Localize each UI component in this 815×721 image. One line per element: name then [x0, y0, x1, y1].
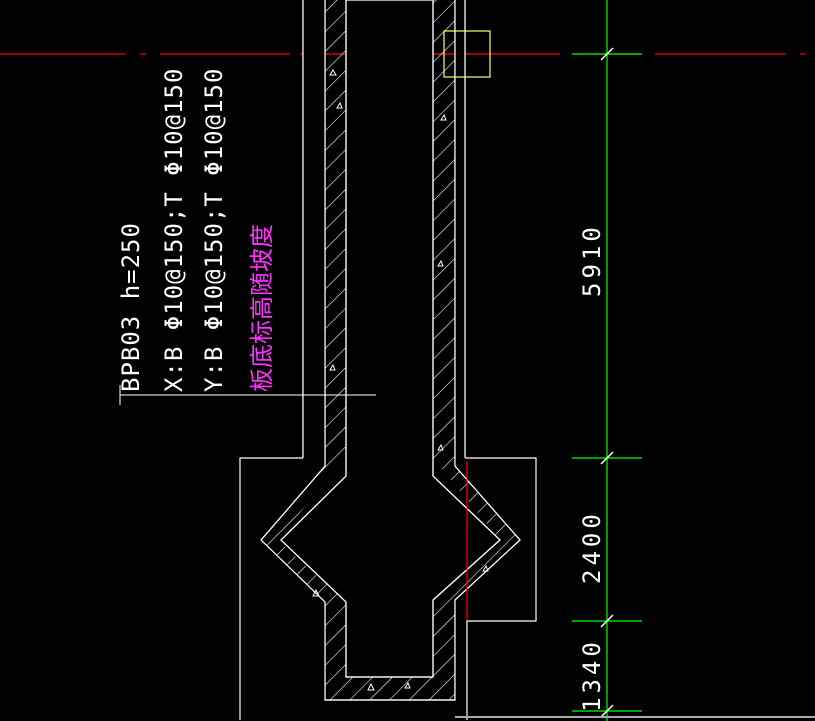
annotation-y-rebar: Y:B Φ10@150;T Φ10@150	[200, 67, 228, 392]
pit-outline-right	[464, 0, 537, 720]
dimension-text-2400: 2400	[578, 510, 606, 584]
annotation-note: 板底标高随坡度	[248, 224, 276, 392]
dimension-ticks	[600, 47, 614, 718]
dimension-line	[572, 0, 642, 721]
concrete-symbols	[312, 69, 489, 691]
annotation-x-rebar: X:B Φ10@150;T Φ10@150	[160, 67, 188, 392]
dimension-text-1340: 1340	[578, 638, 606, 712]
outside-mask-right	[455, 0, 520, 700]
annotation-leader	[119, 385, 376, 405]
annotation-slab-id: BPB03 h=250	[117, 222, 145, 392]
outside-mask-left	[259, 0, 325, 700]
selection-box[interactable]	[443, 30, 491, 78]
dimension-text-5910: 5910	[578, 223, 606, 297]
